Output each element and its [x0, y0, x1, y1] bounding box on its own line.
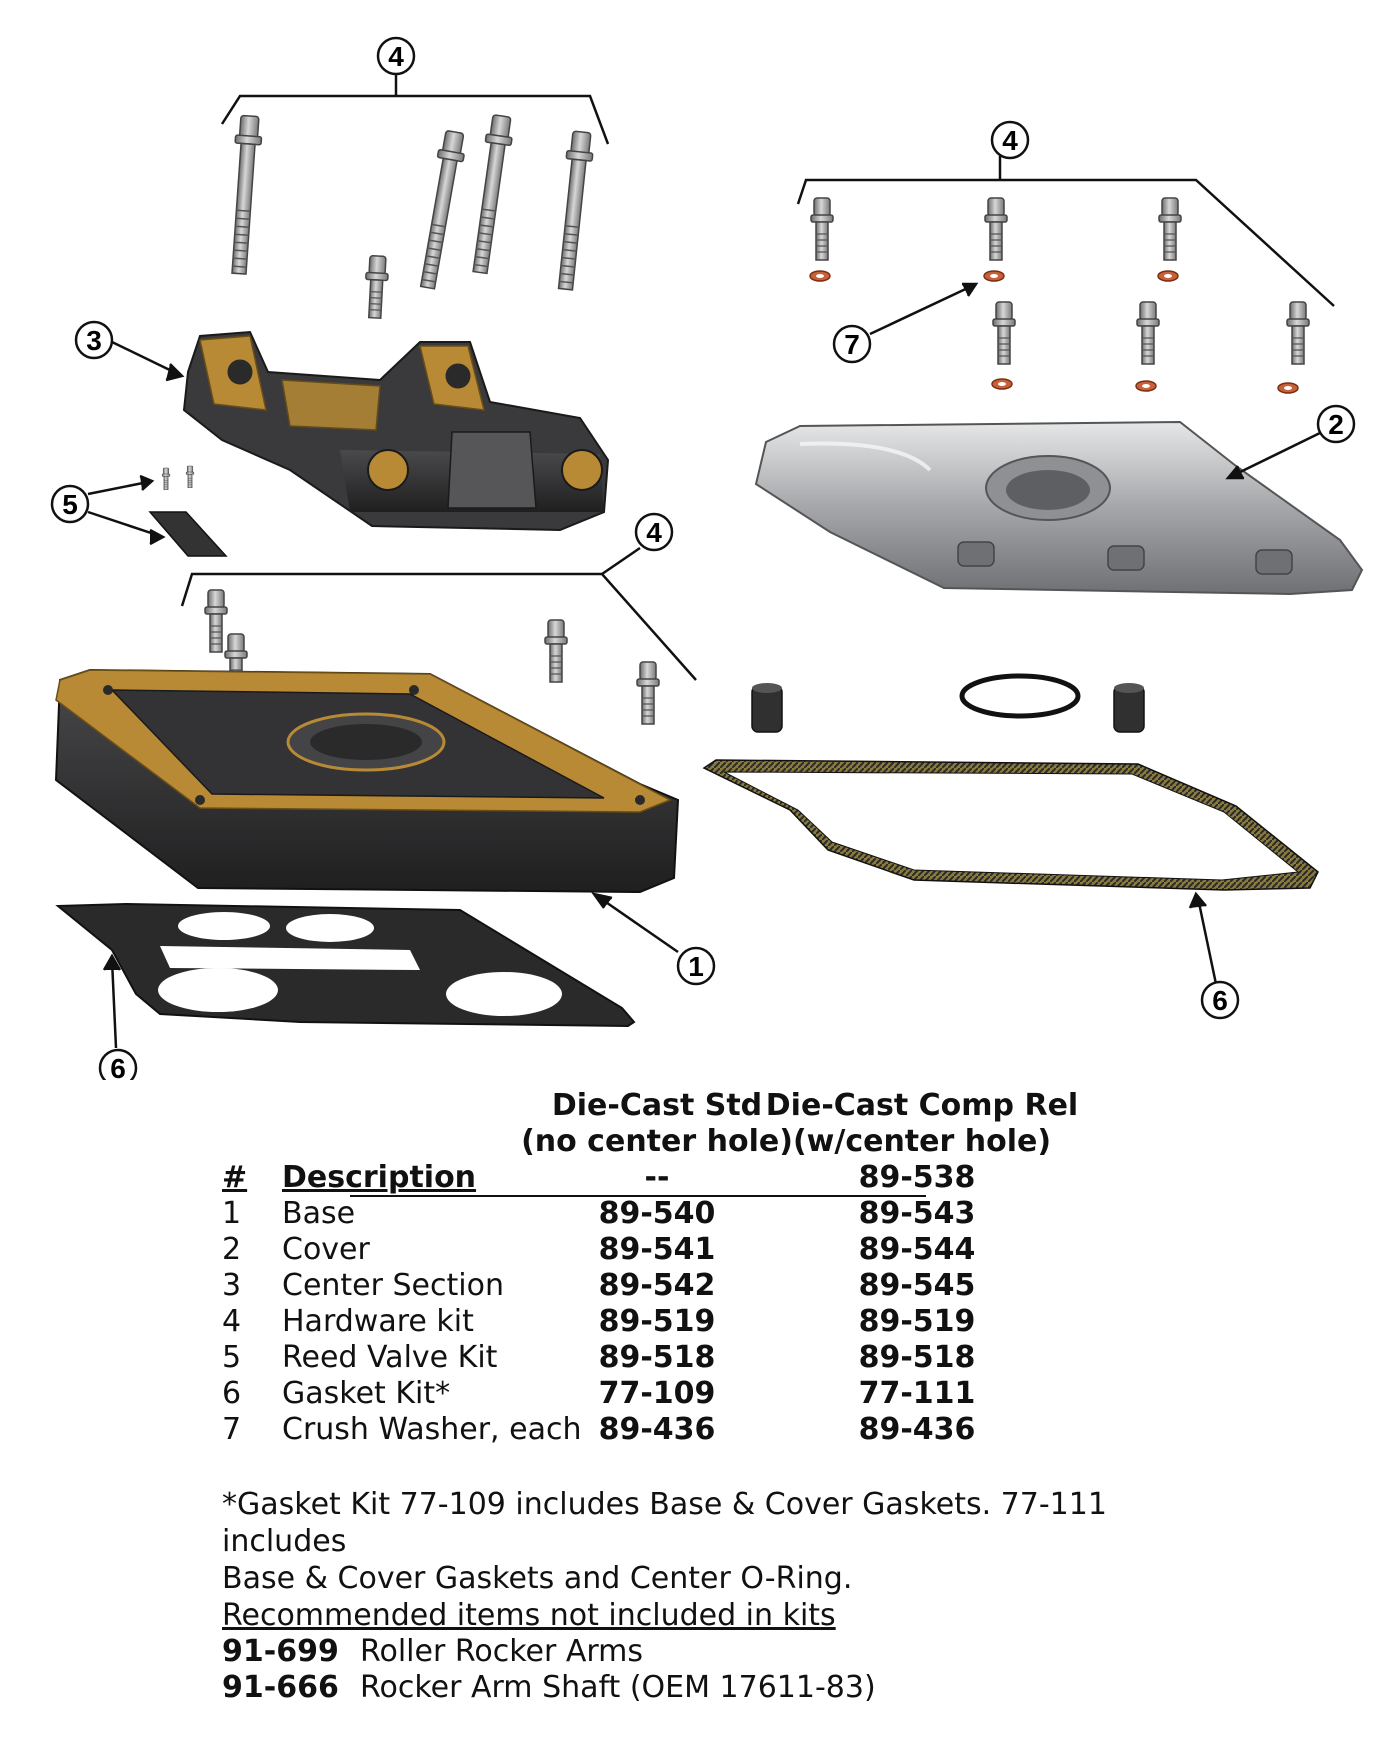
svg-text:7: 7	[844, 329, 860, 360]
svg-text:4: 4	[1002, 125, 1018, 156]
callout-4-middle: 4	[634, 512, 674, 552]
callout-6-right: 6	[1200, 980, 1240, 1020]
column-header-std: Die-Cast Std (no center hole)	[521, 1088, 793, 1159]
svg-text:4: 4	[388, 41, 404, 72]
gasket-kit-note: *Gasket Kit 77-109 includes Base & Cover…	[222, 1487, 1107, 1596]
exploded-parts-diagram: 4 4 4 3 5 7 2 1 6 6	[50, 36, 1364, 1080]
svg-text:1: 1	[688, 951, 704, 982]
crush-washers-group	[809, 270, 1299, 394]
cover-part	[754, 420, 1364, 596]
callout-6-left: 6	[98, 1048, 138, 1080]
center-section-part	[182, 330, 610, 532]
header-comp-value: 89-538	[858, 1160, 976, 1195]
base-part	[54, 668, 680, 894]
long-bolts-group	[225, 113, 596, 320]
table-rule	[350, 1195, 926, 1197]
svg-text:3: 3	[86, 325, 102, 356]
callout-4-top-left: 4	[376, 36, 416, 76]
column-header-comp: Die-Cast Comp Rel (w/center hole)	[765, 1088, 1079, 1159]
svg-text:6: 6	[110, 1053, 126, 1080]
reed-valve-parts	[148, 465, 228, 557]
hardware-bracket-top-right	[796, 156, 1335, 307]
svg-text:2: 2	[1328, 409, 1344, 440]
callout-2: 2	[1316, 404, 1356, 444]
cover-bolts-group	[810, 197, 1310, 365]
callout-1: 1	[676, 946, 716, 986]
hardware-bracket-middle	[180, 546, 697, 681]
base-gasket-part	[55, 902, 636, 1028]
callout-3: 3	[74, 320, 114, 360]
callout-7: 7	[832, 324, 872, 364]
spacers-and-oring	[751, 673, 1145, 733]
hardware-bracket-top-left	[220, 74, 610, 145]
svg-text:6: 6	[1212, 985, 1228, 1016]
callout-5: 5	[50, 484, 90, 524]
cover-gasket-part	[702, 759, 1319, 891]
header-std-value: --	[644, 1160, 670, 1195]
svg-text:5: 5	[62, 489, 78, 520]
leader-lines	[87, 282, 1323, 1049]
callout-4-top-right: 4	[990, 120, 1030, 160]
header-num: #	[222, 1160, 248, 1195]
header-description: Description	[282, 1160, 477, 1195]
svg-text:4: 4	[646, 517, 662, 548]
recommended-title: Recommended items not included in kits	[222, 1598, 836, 1633]
